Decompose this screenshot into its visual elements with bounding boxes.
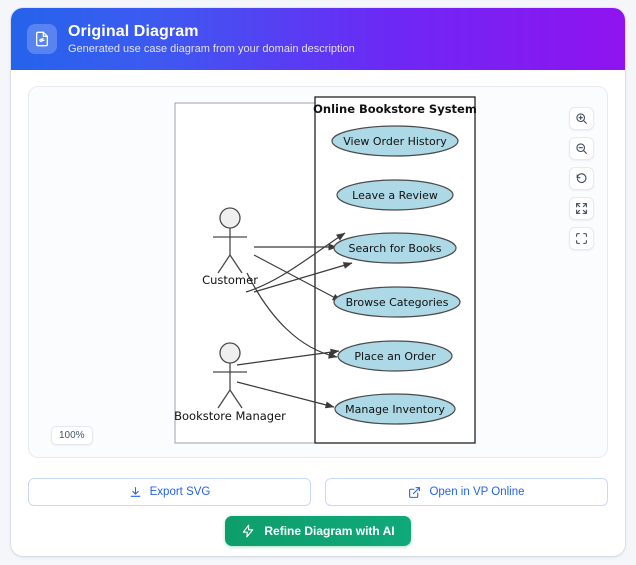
actor-label-customer: Customer — [202, 273, 258, 287]
use-case-search-for-books[interactable]: Search for Books — [334, 233, 456, 263]
external-link-icon — [408, 486, 421, 499]
original-diagram-card: Original Diagram Generated use case diag… — [11, 8, 625, 556]
diagram-canvas[interactable]: Online Bookstore System — [28, 86, 608, 458]
use-case-place-an-order[interactable]: Place an Order — [338, 341, 452, 371]
file-diagram-icon — [27, 24, 57, 54]
open-in-vp-online-label: Open in VP Online — [429, 486, 524, 498]
canvas-controls — [569, 107, 594, 250]
use-case-leave-a-review[interactable]: Leave a Review — [337, 180, 453, 210]
use-case-label: Place an Order — [354, 350, 436, 363]
use-case-browse-categories[interactable]: Browse Categories — [334, 287, 460, 317]
fit-to-screen-button[interactable] — [569, 197, 594, 220]
use-case-label: Browse Categories — [346, 296, 449, 309]
use-case-view-order-history[interactable]: View Order History — [332, 126, 458, 156]
lightning-bolt-icon — [241, 524, 255, 538]
zoom-out-button[interactable] — [569, 137, 594, 160]
fullscreen-button[interactable] — [569, 227, 594, 250]
refine-diagram-with-ai-button[interactable]: Refine Diagram with AI — [225, 516, 410, 546]
page-subtitle: Generated use case diagram from your dom… — [68, 42, 355, 57]
use-case-label: Search for Books — [348, 242, 441, 255]
zoom-out-icon — [575, 142, 588, 155]
header-text-group: Original Diagram Generated use case diag… — [68, 22, 355, 57]
system-boundary-label: Online Bookstore System — [313, 102, 477, 116]
primary-action-row: Refine Diagram with AI — [11, 516, 625, 546]
zoom-in-icon — [575, 112, 588, 125]
expand-arrows-icon — [575, 202, 588, 215]
use-case-label: View Order History — [343, 135, 447, 148]
secondary-action-row: Export SVG Open in VP Online — [28, 478, 608, 506]
open-in-vp-online-button[interactable]: Open in VP Online — [325, 478, 608, 506]
page-title: Original Diagram — [68, 22, 355, 41]
reset-view-button[interactable] — [569, 167, 594, 190]
export-svg-label: Export SVG — [150, 486, 211, 498]
use-case-manage-inventory[interactable]: Manage Inventory — [335, 394, 455, 424]
zoom-in-button[interactable] — [569, 107, 594, 130]
use-case-label: Manage Inventory — [345, 403, 445, 416]
card-header: Original Diagram Generated use case diag… — [11, 8, 625, 70]
actor-label-bookstore-manager: Bookstore Manager — [174, 409, 286, 423]
use-case-label: Leave a Review — [352, 189, 438, 202]
zoom-level-badge: 100% — [51, 426, 93, 445]
rotate-ccw-icon — [575, 172, 588, 185]
fullscreen-brackets-icon — [575, 232, 588, 245]
refine-diagram-label: Refine Diagram with AI — [264, 524, 394, 538]
use-case-diagram: Online Bookstore System — [29, 87, 608, 458]
download-icon — [129, 486, 142, 499]
export-svg-button[interactable]: Export SVG — [28, 478, 311, 506]
